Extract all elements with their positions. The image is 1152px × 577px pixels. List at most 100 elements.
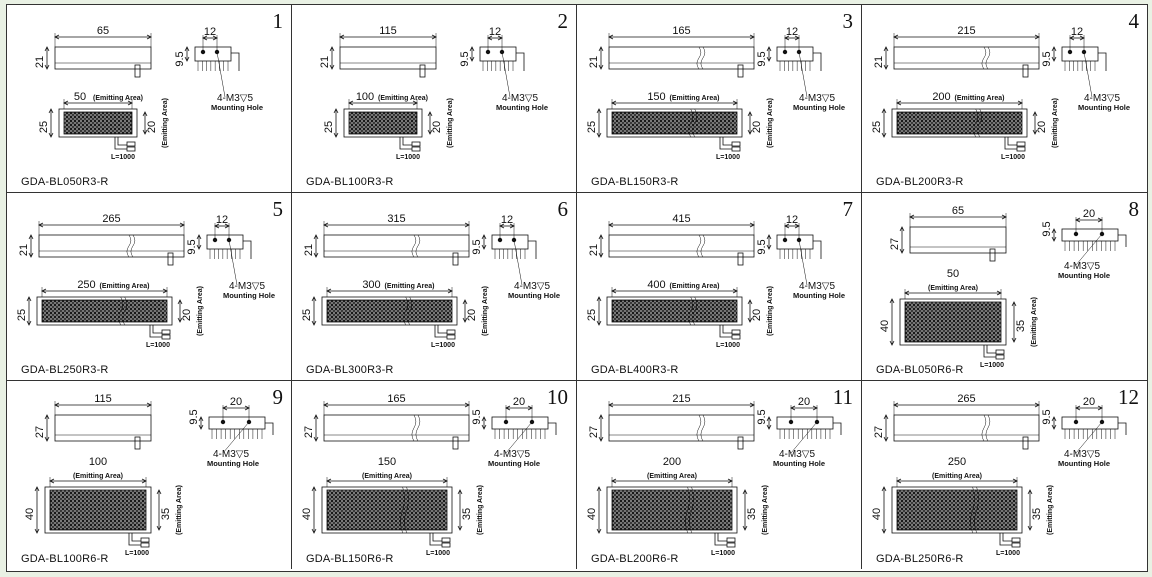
body-height-dimension: 25	[871, 121, 883, 133]
emitting-area-label: (Emitting Area)	[932, 473, 982, 480]
lead-wire-front	[399, 137, 412, 150]
connector	[731, 329, 741, 335]
emitting-area	[348, 111, 418, 135]
emitting-area-side-label: (Emitting Area)	[197, 286, 204, 336]
lead-length-label: L=1000	[125, 550, 149, 557]
emitting-area-label: (Emitting Area)	[73, 473, 123, 480]
body-height-dimension: 25	[586, 121, 598, 133]
lead-length-label: L=1000	[431, 342, 455, 349]
mounting-spec: 4-M3▽5	[514, 281, 550, 292]
emit-length-dimension: 200	[932, 91, 950, 103]
front-view-body	[321, 486, 453, 534]
side-view-body	[909, 226, 1007, 254]
hole-spacing-dimension: 12	[786, 214, 798, 226]
end-view-body	[479, 46, 517, 62]
hole-offset-dimension: 9.5	[1041, 221, 1053, 236]
mounting-spec: 4-M3▽5	[1064, 449, 1100, 460]
length-dimension: 215	[672, 393, 690, 405]
mounting-spec: 4-M3▽5	[779, 449, 815, 460]
hole-offset-dimension: 9.5	[1041, 51, 1053, 66]
mounting-spec: 4-M3▽5	[217, 93, 253, 104]
connector	[995, 354, 1005, 360]
connector	[1011, 542, 1021, 548]
emit-length-dimension: 50	[947, 268, 959, 280]
emitting-area-side-label: (Emitting Area)	[762, 485, 769, 535]
hole-offset-dimension: 9.5	[756, 239, 768, 254]
mounting-hole-label: Mounting Hole	[223, 291, 275, 300]
body-height-dimension: 25	[16, 309, 28, 321]
emit-length-dimension: 200	[663, 456, 681, 468]
end-view-body	[1061, 228, 1119, 242]
connector	[446, 334, 456, 340]
hole-offset-dimension: 9.5	[471, 239, 483, 254]
lead-wire	[452, 436, 459, 450]
end-view-body	[776, 416, 834, 430]
lead-wire-front	[149, 325, 162, 338]
lead-wire	[737, 64, 744, 78]
lead-bend	[813, 240, 822, 259]
end-view-body	[208, 416, 266, 430]
emitting-area-label: (Emitting Area)	[670, 283, 720, 290]
connector	[126, 141, 136, 147]
drawing-number: 5	[272, 197, 284, 221]
emitting-area-side-label: (Emitting Area)	[1031, 297, 1038, 347]
height-dimension: 27	[303, 426, 315, 438]
length-dimension: 165	[672, 25, 690, 37]
connector	[731, 141, 741, 147]
lead-wire	[1022, 436, 1029, 450]
connector	[731, 334, 741, 340]
mounting-spec: 4-M3▽5	[1084, 93, 1120, 104]
emitting-area	[326, 299, 453, 323]
model-code: GDA-BL150R3-R	[591, 176, 679, 188]
drawing-number: 6	[557, 197, 569, 221]
mounting-hole-label: Mounting Hole	[1078, 103, 1130, 112]
emit-length-dimension: 300	[362, 279, 380, 291]
connector	[1011, 537, 1021, 543]
hole-spacing-dimension: 20	[798, 396, 810, 408]
model-code: GDA-BL050R6-R	[876, 364, 964, 376]
side-view-body	[608, 414, 755, 442]
connector	[441, 537, 451, 543]
emitting-area-label: (Emitting Area)	[378, 95, 428, 102]
model-code: GDA-BL300R3-R	[306, 364, 394, 376]
front-view-body	[899, 298, 1007, 346]
hole-offset-dimension: 9.5	[186, 239, 198, 254]
emitting-area-side-label: (Emitting Area)	[1047, 485, 1054, 535]
front-view-body	[36, 296, 173, 326]
mounting-spec: 4-M3▽5	[494, 449, 530, 460]
lead-wire-front	[983, 345, 996, 358]
lead-bend	[1118, 234, 1127, 247]
emitting-area	[611, 489, 733, 531]
length-dimension: 165	[387, 393, 405, 405]
emit-length-dimension: 50	[74, 91, 86, 103]
emitting-area-side-label: (Emitting Area)	[767, 98, 774, 148]
model-code: GDA-BL100R6-R	[21, 553, 109, 565]
emitting-area-side-label: (Emitting Area)	[477, 485, 484, 535]
height-dimension: 27	[873, 426, 885, 438]
connector	[411, 146, 421, 152]
emitting-area-label: (Emitting Area)	[647, 473, 697, 480]
length-dimension: 65	[97, 25, 109, 37]
connector	[126, 146, 136, 152]
emit-height-dimension: 20	[1036, 121, 1048, 133]
lead-wire-front	[128, 533, 141, 546]
drawing-number: 3	[842, 9, 854, 33]
front-view-body	[321, 296, 458, 326]
hole-offset-dimension: 9.5	[174, 51, 186, 66]
emit-length-dimension: 150	[647, 91, 665, 103]
end-view-body	[1061, 416, 1119, 430]
emitting-area-label: (Emitting Area)	[93, 95, 143, 102]
lead-wire	[452, 252, 459, 266]
side-view-body	[608, 46, 755, 70]
hole-offset-dimension: 9.5	[188, 409, 200, 424]
height-dimension: 21	[319, 56, 331, 68]
hole-spacing-dimension: 12	[489, 26, 501, 38]
